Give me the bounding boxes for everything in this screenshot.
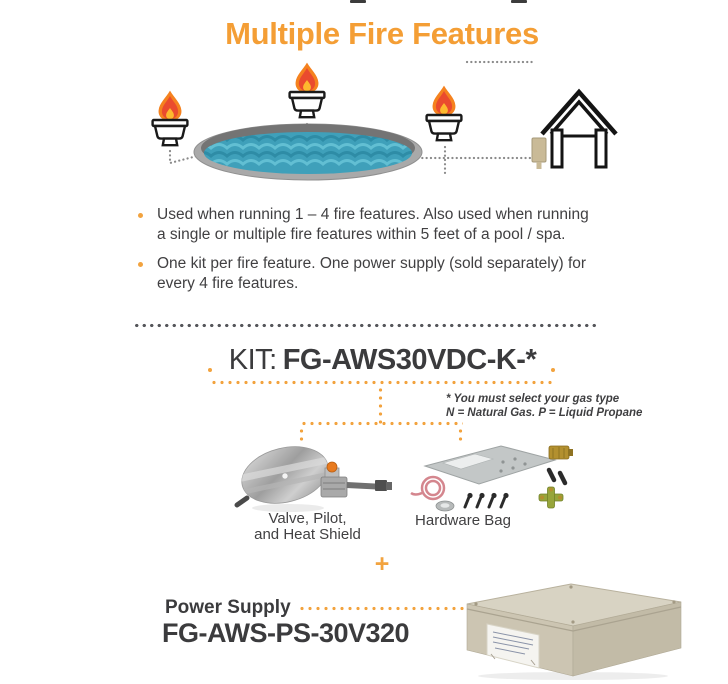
pool-icon <box>193 123 423 181</box>
gas-type-note: * You must select your gas type N = Natu… <box>446 392 642 420</box>
bullet-text: One kit per fire feature. One power supp… <box>157 255 587 292</box>
page-title: Multiple Fire Features <box>225 16 539 51</box>
power-supply-box-image <box>466 583 682 680</box>
brass-fitting <box>548 445 573 460</box>
bullet-icon <box>138 213 143 218</box>
component-label-hardware-bag: Hardware Bag <box>415 512 511 529</box>
component-label-line: Valve, Pilot, <box>268 510 347 527</box>
cropped-artifact-mark <box>350 0 366 3</box>
kit-label: KIT: <box>228 344 277 376</box>
gas-note-line2: N = Natural Gas. P = Liquid Propane <box>446 407 643 419</box>
power-supply-front-label <box>486 623 540 669</box>
bullet-list: Used when running 1 – 4 fire features. A… <box>138 205 628 303</box>
house-icon <box>531 88 618 169</box>
mounting-plate <box>423 445 557 485</box>
heat-shield-disc <box>234 446 335 508</box>
fire-bowl-icon-center <box>288 62 326 119</box>
list-item: One kit per fire feature. One power supp… <box>138 254 628 294</box>
power-supply-label: Power Supply <box>165 597 291 618</box>
bullet-icon <box>138 262 143 267</box>
fire-features-illustration <box>151 60 618 181</box>
wire-coil <box>410 475 446 501</box>
kit-heading: KIT:FG-AWS30VDC-K-* <box>160 344 605 377</box>
fire-bowl-icon-right <box>425 85 463 142</box>
orange-dot <box>208 368 212 372</box>
gas-note-line1: * You must select your gas type <box>446 393 620 405</box>
black-bolts <box>546 467 568 486</box>
component-label-valve: Valve, Pilot, and Heat Shield <box>225 511 390 543</box>
kit-split-line <box>300 421 463 426</box>
kit-drop-right <box>458 427 463 443</box>
valve-pilot-heat-shield-image <box>234 446 392 512</box>
power-supply-connector-line <box>298 606 465 611</box>
power-supply-box <box>466 583 682 677</box>
list-item: Used when running 1 – 4 fire features. A… <box>138 205 628 245</box>
screws <box>463 492 509 509</box>
hardware-bag-image <box>410 445 573 512</box>
grommet <box>435 500 455 512</box>
component-label-line: and Heat Shield <box>254 526 361 543</box>
power-supply-model-number: FG-AWS-PS-30V320 <box>162 618 410 648</box>
fire-bowl-icon-left <box>151 90 189 147</box>
kit-model-number: FG-AWS30VDC-K-* <box>282 344 537 376</box>
orange-dot <box>551 368 555 372</box>
cropped-artifact-mark <box>511 0 527 3</box>
kit-bracket-line <box>210 380 556 385</box>
kit-drop-left <box>299 427 304 443</box>
kit-connector-vertical <box>378 386 383 424</box>
section-divider <box>133 323 598 328</box>
cross-fitting <box>538 486 564 509</box>
wall-power-supply-icon <box>531 137 547 169</box>
valve-pilot-assembly <box>320 461 392 498</box>
bullet-text: Used when running 1 – 4 fire features. A… <box>157 206 589 243</box>
plus-sign: + <box>374 550 390 578</box>
